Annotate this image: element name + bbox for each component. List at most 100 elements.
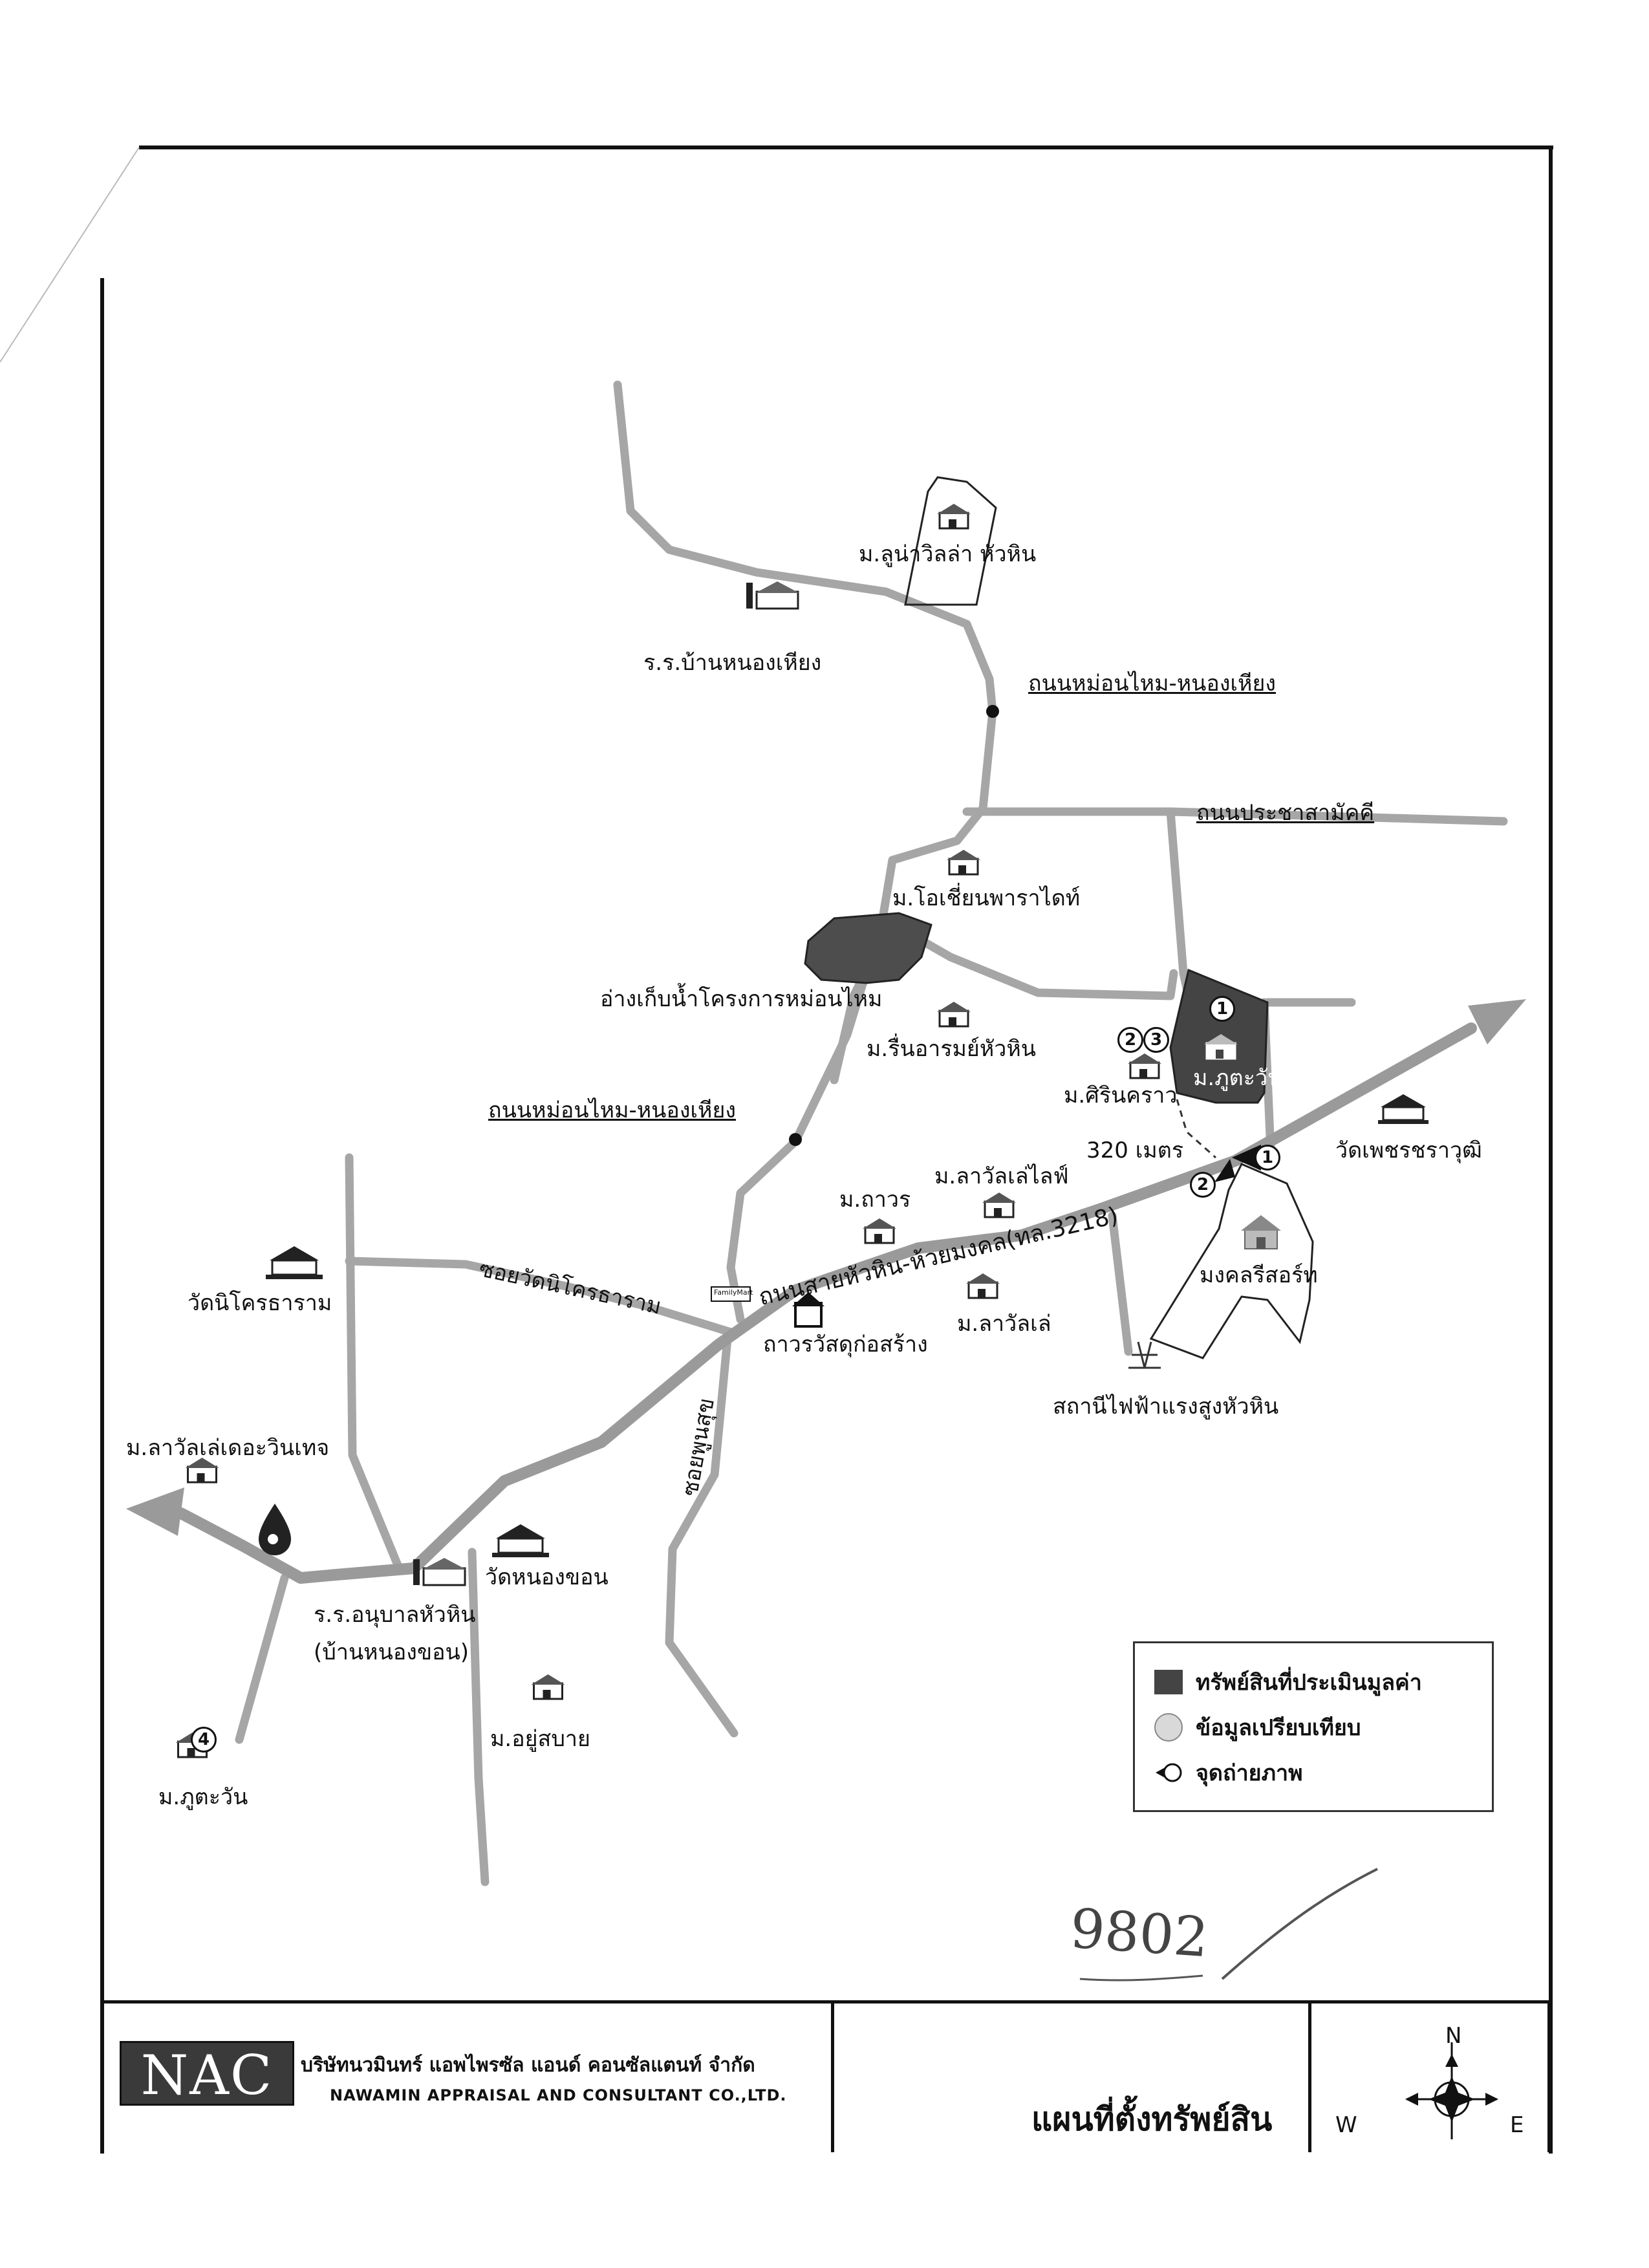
label-ruenarom: ม.รื่นอารมย์หัวหิน [867, 1036, 1036, 1062]
road-wat-nikhrot-vertical [345, 1153, 402, 1570]
handwritten-number: 9802 [1068, 1896, 1211, 1970]
road-monmai-nongkhiang-south [726, 914, 887, 1324]
school-icon-nongkhiang [746, 581, 799, 610]
label-wat-nongkhon: วัดหนองขอน [485, 1564, 609, 1590]
marker-comparison-2: 2 [1117, 1027, 1143, 1053]
marker-appraised-1: 1 [1209, 996, 1235, 1022]
village-icon-yusabai [531, 1674, 565, 1700]
title-block: NAC บริษัทนวมินทร์ แอพไพรซัล แอนด์ คอนซั… [100, 2000, 1552, 2152]
fuel-drop-highlight [268, 1534, 278, 1544]
map-title: แผนที่ตั้งทรัพย์สิน [1031, 2101, 1273, 2138]
label-mongkol-resort: มงคลรีสอร์ท [1200, 1262, 1318, 1288]
legend-swatch-appraised [1154, 1670, 1183, 1694]
temple-icon-nongkhon [492, 1524, 549, 1557]
marker-photo-2: 2 [1190, 1172, 1216, 1198]
distance-dashed-line [1176, 1099, 1216, 1159]
legend-label-comparison: ข้อมูลเปรียบเทียบ [1196, 1715, 1361, 1741]
company-name-english: NAWAMIN APPRAISAL AND CONSULTANT CO.,LTD… [330, 2086, 787, 2104]
road-monmai-nongkhiang-north [878, 707, 1178, 1000]
hardware-store-icon [794, 1302, 823, 1328]
label-wat-phet: วัดเพชรชราวุฒิ [1335, 1138, 1482, 1163]
road-soi-wat-nikhrot [345, 1257, 735, 1337]
road-south-vertical [468, 1548, 490, 1886]
label-lawanlay-vintage: ม.ลาวัลเล่เดอะวินเทจ [126, 1435, 330, 1461]
main-road [175, 1022, 1477, 1584]
main-road-arrow-east [1468, 999, 1526, 1044]
compass-west: W [1335, 2112, 1357, 2138]
legend-swatch-photo-point [1156, 1763, 1182, 1782]
marker-comparison-4: 4 [191, 1727, 217, 1753]
map-legend: ทรัพย์สินที่ประเมินมูลค่า ข้อมูลเปรียบเท… [1133, 1641, 1494, 1812]
village-icon-tawon [863, 1218, 896, 1244]
label-reservoir: อ่างเก็บน้ำโครงการหม่อนไหม [600, 986, 883, 1012]
main-road-arrow-west [126, 1487, 184, 1536]
compass-rose-icon [1405, 2042, 1498, 2139]
fuel-drop-icon [259, 1504, 291, 1555]
label-luna-villa: ม.ลูน่าวิลล่า หัวหิน [859, 541, 1037, 567]
temple-icon-phet [1378, 1094, 1428, 1124]
village-icon-vintage [185, 1458, 219, 1484]
photo-point-pin [1232, 1145, 1261, 1171]
village-icon-sirinkhao [1128, 1053, 1161, 1079]
legend-row-appraised: ทรัพย์สินที่ประเมินมูลค่า [1154, 1663, 1422, 1701]
title-block-divider-1 [831, 2003, 834, 2152]
label-road-monmai-north: ถนนหม่อนไหม-หนองเหียง [1028, 671, 1276, 697]
substation-icon [1128, 1341, 1161, 1369]
village-icon-luna [937, 504, 971, 530]
legend-label-appraised: ทรัพย์สินที่ประเมินมูลค่า [1196, 1670, 1422, 1696]
label-lawanlay-life: ม.ลาวัลเล่ไลฟ์ [934, 1163, 1069, 1189]
label-substation: สถานีไฟฟ้าแรงสูงหัวหิน [1053, 1394, 1279, 1420]
label-distance: 320 เมตร [1086, 1138, 1184, 1163]
house-icon-mongkol [1241, 1215, 1281, 1249]
title-block-right-border [1547, 2003, 1551, 2152]
village-icon-ocean [947, 850, 980, 876]
label-lawanlay: ม.ลาวัลเล่ [957, 1311, 1051, 1337]
luna-villa-outline [904, 476, 997, 606]
shop-sign-box [711, 1286, 751, 1302]
reservoir-shape [804, 912, 932, 984]
school-icon-anuban [413, 1558, 466, 1586]
compass-east: E [1510, 2112, 1524, 2138]
label-road-prachasamakkhi: ถนนประชาสามัคคี [1196, 800, 1375, 826]
label-yusabai: ม.อยู่สบาย [490, 1726, 590, 1752]
label-road-monmai-south: ถนนหม่อนไหม-หนองเหียง [488, 1097, 736, 1123]
legend-row-photo-point: จุดถ่ายภาพ [1154, 1753, 1303, 1792]
marker-photo-1: 1 [1255, 1145, 1280, 1171]
label-shop-sign: FamilyMart [714, 1288, 753, 1297]
title-block-divider-2 [1308, 2003, 1311, 2152]
temple-icon-nikhrot [266, 1246, 323, 1279]
label-phutawan-main: ม.ภูตะวัน [1193, 1065, 1283, 1091]
nac-logo: NAC [120, 2041, 294, 2107]
label-tawon-material: ถาวรวัสดุก่อสร้าง [763, 1332, 928, 1357]
village-icon-lawanlay [966, 1273, 1000, 1299]
road-substation [1108, 1211, 1133, 1356]
junction-dot-south [789, 1133, 802, 1146]
marker-comparison-3: 3 [1143, 1027, 1169, 1053]
map-frame [0, 146, 1553, 2154]
legend-swatch-comparison [1154, 1713, 1183, 1742]
title-block-left-border [100, 2003, 103, 2152]
label-wat-nikhrot: วัดนิโครธาราม [188, 1290, 332, 1316]
handwriting-stroke [1221, 1868, 1378, 1980]
company-name-thai: บริษัทนวมินทร์ แอพไพรซัล แอนด์ คอนซัลแตน… [301, 2054, 755, 2077]
village-icon-phutawan [1204, 1034, 1238, 1060]
road-soi-phunsuk [665, 1334, 738, 1738]
label-phutawan-4: ม.ภูตะวัน [158, 1784, 248, 1810]
handwriting-underline [1079, 1974, 1203, 1982]
photo-point-pin-2 [1214, 1159, 1235, 1182]
legend-label-photo-point: จุดถ่ายภาพ [1196, 1760, 1303, 1786]
road-north-upper [613, 380, 997, 716]
village-icon-lawanlay-life [982, 1193, 1016, 1218]
mongkol-resort-outline [1149, 1163, 1314, 1359]
label-ocean-paradise: ม.โอเชี่ยนพาราไดท์ [892, 885, 1081, 911]
road-southwest [235, 1573, 289, 1744]
village-icon-ruenarom [937, 1002, 971, 1028]
label-school-anuban: ร.ร.อนุบาลหัวหิน [314, 1602, 476, 1628]
compass-north: N [1445, 2023, 1462, 2049]
junction-dot-north [986, 705, 999, 718]
label-school-anuban-sub: (บ้านหนองขอน) [314, 1639, 469, 1665]
hardware-store-roof [792, 1292, 824, 1306]
legend-row-comparison: ข้อมูลเปรียบเทียบ [1154, 1708, 1361, 1747]
label-tawon: ม.ถาวร [839, 1187, 911, 1213]
